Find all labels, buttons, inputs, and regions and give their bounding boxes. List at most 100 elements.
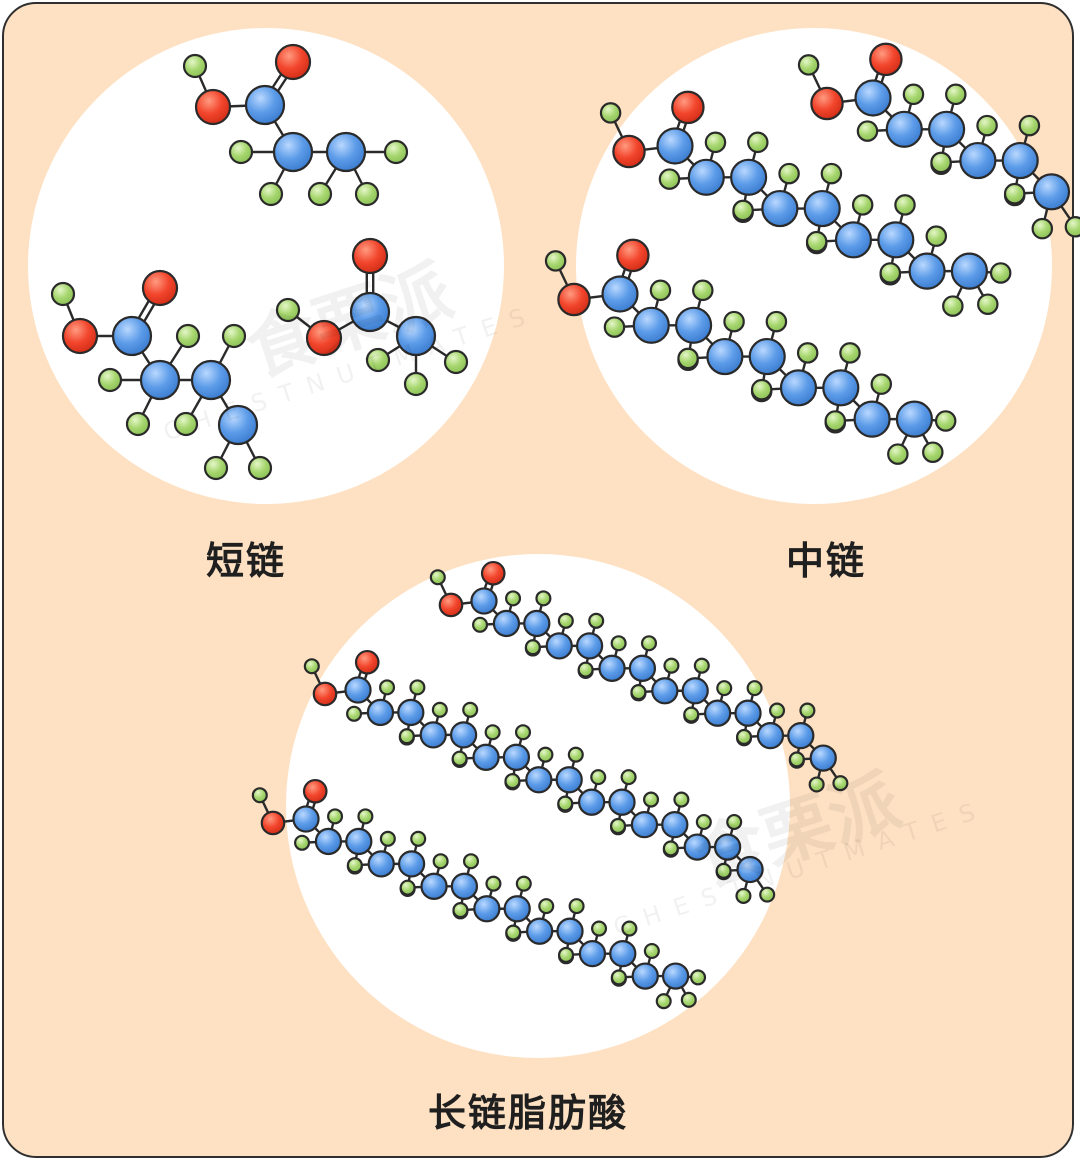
hydrogen-atom [808, 776, 825, 793]
carbon-atom [730, 158, 768, 196]
carbon-atom [344, 676, 372, 704]
hydrogen-atom [977, 293, 999, 315]
carbon-atom [756, 722, 785, 750]
hydrogen-atom [832, 775, 849, 792]
carbon-atom [734, 699, 762, 727]
hydrogen-atom [824, 410, 847, 432]
hydrogen-atom [769, 702, 786, 719]
carbon-atom [345, 827, 373, 856]
hydrogen-atom [557, 612, 574, 629]
hydrogen-atom [750, 378, 773, 401]
carbon-atom [761, 189, 799, 228]
hydrogen-atom [346, 705, 363, 722]
hydrogen-atom [524, 639, 541, 656]
hydrogen-atom [894, 194, 916, 216]
hydrogen-atom [294, 834, 311, 851]
hydrogen-atom [568, 898, 585, 915]
carbon-atom [111, 315, 153, 357]
hydrogen-atom [452, 902, 469, 919]
hydrogen-atom [379, 830, 396, 847]
carbon-atom [809, 744, 837, 772]
carbon-atom [395, 315, 437, 357]
hydrogen-atom [746, 680, 763, 697]
hydrogen-atom [173, 411, 199, 437]
carbon-atom [473, 895, 501, 923]
hydrogen-atom [247, 455, 273, 481]
carbon-atom [651, 677, 679, 705]
carbon-atom [928, 110, 966, 148]
carbon-atom [681, 677, 709, 705]
hydrogen-atom [640, 635, 658, 652]
hydrogen-atom [662, 840, 679, 857]
carbon-atom [1032, 173, 1071, 211]
hydrogen-atom [620, 769, 637, 786]
hydrogen-atom [922, 441, 944, 463]
hydrogen-atom [690, 969, 707, 986]
carbon-atom [736, 855, 764, 884]
hydrogen-atom [431, 701, 448, 718]
hydrogen-atom [610, 969, 627, 986]
carbon-atom [139, 359, 181, 401]
hydrogen-atom [538, 898, 555, 915]
oxygen-atom [61, 317, 99, 355]
carbon-atom [575, 632, 604, 660]
hydrogen-atom [839, 342, 861, 364]
carbon-atom [190, 359, 232, 401]
hydrogen-atom [649, 279, 672, 302]
carbon-atom [631, 962, 659, 990]
hydrogen-atom [870, 373, 893, 395]
hydrogen-atom [354, 181, 380, 207]
hydrogen-atom [50, 281, 76, 307]
hydrogen-atom [505, 924, 522, 941]
hydrogen-atom [558, 946, 575, 963]
hydrogen-atom [307, 181, 333, 207]
hydrogen-atom [462, 853, 480, 870]
hydrogen-atom [723, 310, 745, 333]
hydrogen-atom [577, 661, 594, 678]
carbon-atom [630, 811, 659, 839]
carbon-atom [272, 131, 314, 173]
carbon-atom [675, 306, 713, 344]
hydrogen-atom [851, 194, 874, 216]
oxygen-atom [480, 560, 506, 586]
hydrogen-atom [695, 813, 712, 831]
hydrogen-atom [663, 657, 680, 674]
carbon-atom [470, 587, 498, 615]
hydrogen-atom [726, 813, 743, 831]
carbon-atom [609, 940, 637, 968]
carbon-atom [472, 743, 500, 771]
carbon-atom [397, 850, 426, 878]
hydrogen-atom [799, 702, 816, 719]
hydrogen-atom [567, 746, 584, 763]
hydrogen-atom [590, 769, 607, 786]
oxygen-atom [354, 649, 380, 675]
oxygen-atom [438, 592, 464, 618]
carbon-atom [950, 252, 988, 290]
oxygen-atom [351, 237, 389, 275]
hydrogen-atom [346, 857, 363, 874]
hydrogen-atom [989, 262, 1012, 284]
carbon-atom [803, 189, 841, 228]
hydrogen-atom [485, 875, 502, 892]
carbon-atom [555, 766, 583, 794]
hydrogen-atom [673, 791, 690, 808]
hydrogen-atom [677, 347, 699, 370]
carbon-atom [367, 850, 395, 878]
carbon-atom [628, 654, 657, 682]
carbon-atom [713, 833, 742, 861]
hydrogen-atom [327, 808, 344, 825]
hydrogen-atom [879, 262, 902, 284]
carbon-atom [545, 632, 573, 660]
carbon-atom [598, 654, 626, 682]
carbon-atom [492, 609, 521, 638]
hydrogen-atom [820, 162, 843, 185]
hydrogen-atom [1064, 216, 1080, 238]
hydrogen-atom [797, 54, 820, 76]
hydrogen-atom [451, 750, 468, 767]
hydrogen-atom [747, 131, 769, 154]
carbon-atom [397, 698, 425, 727]
hydrogen-atom [716, 680, 733, 697]
carbon-atom [608, 788, 636, 816]
carbon-atom [748, 337, 786, 376]
